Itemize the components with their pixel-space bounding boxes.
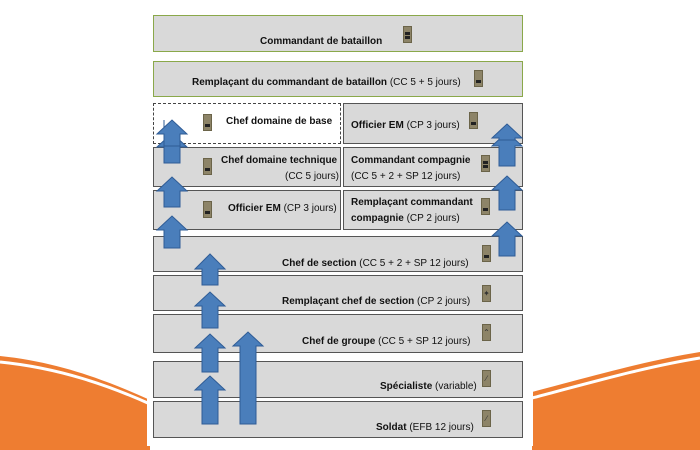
rank-captain-icon: [203, 158, 212, 175]
rank-major-icon: [403, 26, 412, 43]
box-label: Soldat (EFB 12 jours): [376, 422, 474, 433]
box-specialiste: Spécialiste (variable) ∕: [153, 361, 523, 398]
box-detail: (CP 3 jours): [283, 203, 337, 214]
box-title: Officier EM: [228, 203, 281, 214]
box-title: Remplaçant chef de section: [282, 296, 415, 307]
box-detail: (CC 5 jours): [285, 171, 339, 182]
rank-captain-icon: [203, 114, 212, 131]
box-remplacant-commandant-bataillon: Remplaçant du commandant de bataillon (C…: [153, 61, 523, 97]
box-detail: (CP 3 jours): [406, 120, 460, 131]
rank-appointe-icon: ∕: [482, 370, 491, 387]
box-title: Commandant compagnie: [351, 155, 471, 166]
box-label: Chef de section (CC 5 + 2 + SP 12 jours): [282, 258, 469, 269]
box-title: Remplaçant du commandant de bataillon: [192, 77, 388, 88]
box-title: Chef domaine technique: [221, 155, 338, 166]
box-title: Chef de groupe: [302, 336, 376, 347]
box-label: Officier EM (CP 3 jours): [351, 120, 460, 131]
box-label: Officier EM (CP 3 jours): [228, 203, 337, 214]
box-officier-em-left: Officier EM (CP 3 jours): [153, 190, 341, 230]
box-label: Spécialiste (variable): [380, 381, 477, 392]
box-chef-domaine-base: Chef domaine de base: [153, 103, 341, 144]
box-chef-domaine-technique: Chef domaine technique (CC 5 jours): [153, 147, 341, 187]
box-label: Remplaçant chef de section (CP 2 jours): [282, 296, 470, 307]
box-detail: (CP 2 jours): [406, 213, 460, 224]
box-soldat: Soldat (EFB 12 jours) ∕: [153, 401, 523, 438]
rank-lieutenant-icon: [482, 245, 491, 262]
box-title: Officier EM: [351, 120, 404, 131]
box-chef-groupe: Chef de groupe (CC 5 + SP 12 jours) ⌃: [153, 314, 523, 353]
box-detail: (variable): [435, 381, 477, 392]
rank-sergent-major-icon: ✦: [482, 285, 491, 302]
rank-lieutenant-icon: [481, 198, 490, 215]
box-title: Spécialiste: [380, 381, 433, 392]
box-detail: (CP 2 jours): [417, 296, 471, 307]
box-detail: (CC 5 + SP 12 jours): [378, 336, 471, 347]
box-detail: (EFB 12 jours): [409, 422, 474, 433]
box-officier-em-top: Officier EM (CP 3 jours): [343, 103, 523, 144]
box-remplacant-commandant-compagnie: Remplaçant commandant compagnie (CP 2 jo…: [343, 190, 523, 230]
box-title: Chef de section: [282, 258, 357, 269]
box-commandant-bataillon: Commandant de bataillon: [153, 15, 523, 52]
box-label: Remplaçant du commandant de bataillon (C…: [192, 77, 461, 88]
box-remplacant-chef-section: Remplaçant chef de section (CP 2 jours) …: [153, 275, 523, 311]
box-label-line2: compagnie (CP 2 jours): [351, 213, 460, 224]
box-chef-section: Chef de section (CC 5 + 2 + SP 12 jours): [153, 236, 523, 272]
box-detail: (CC 5 + 2 + SP 12 jours): [359, 258, 469, 269]
box-title-line1: Remplaçant commandant: [351, 197, 473, 208]
box-detail: (CC 5 + 5 jours): [389, 77, 461, 88]
box-label: Chef de groupe (CC 5 + SP 12 jours): [302, 336, 470, 347]
box-detail: (CC 5 + 2 + SP 12 jours): [351, 171, 461, 182]
rank-soldat-icon: ∕: [482, 410, 491, 427]
rank-lt-colonel-icon: [474, 70, 483, 87]
rank-sergent-icon: ⌃: [482, 324, 491, 341]
box-title: Soldat: [376, 422, 407, 433]
rank-captain-icon: [469, 112, 478, 129]
rank-captain-icon: [481, 155, 490, 172]
box-title: Commandant de bataillon: [260, 36, 383, 47]
box-title-line2: compagnie: [351, 213, 404, 224]
box-commandant-compagnie: Commandant compagnie (CC 5 + 2 + SP 12 j…: [343, 147, 523, 187]
box-title: Chef domaine de base: [226, 116, 333, 127]
rank-lieutenant-icon: [203, 201, 212, 218]
